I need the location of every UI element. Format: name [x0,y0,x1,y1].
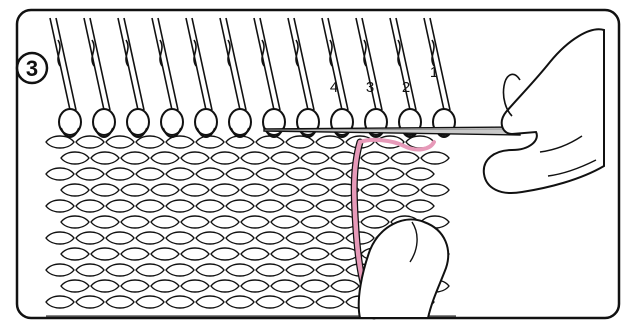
step-badge: 3 [17,53,47,83]
needle-label-4: 4 [330,79,338,96]
needle-label-2: 2 [402,79,410,96]
step-number: 3 [26,56,38,81]
needle-label-3: 3 [366,79,374,96]
needle-label-1: 1 [430,64,438,81]
